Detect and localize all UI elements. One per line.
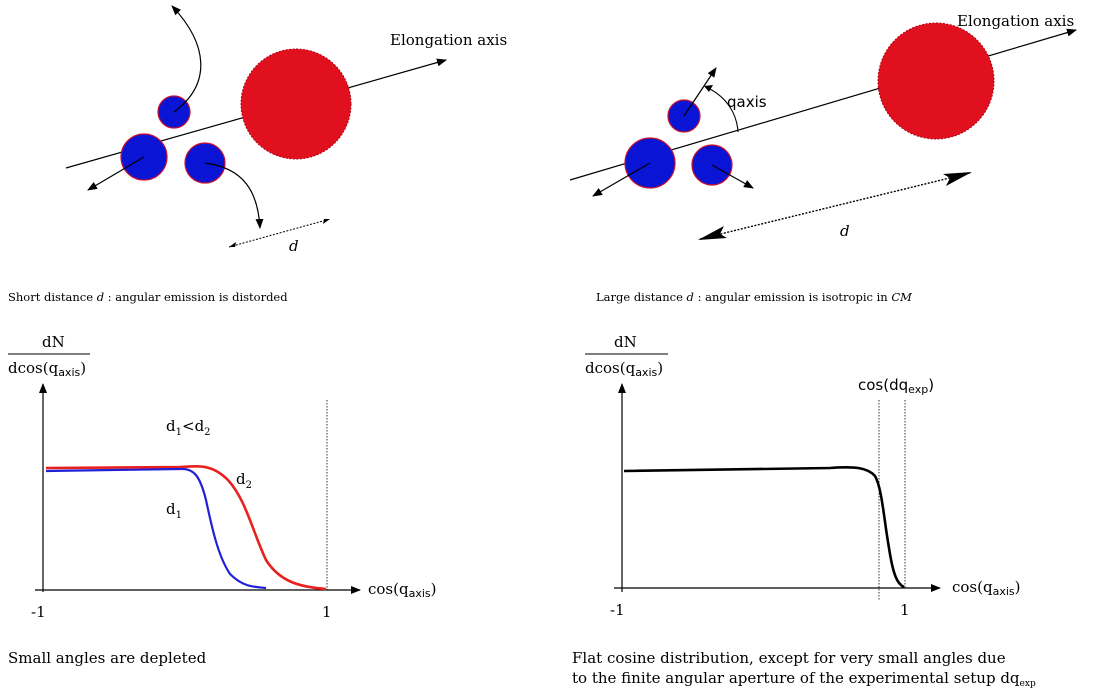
caption-plot-right-line1: Flat cosine distribution, except for ver… [572, 649, 1006, 667]
ylabel-numerator-right: dN [614, 333, 637, 351]
tick-minus-one: -1 [31, 603, 46, 621]
ylabel-numerator: dN [42, 333, 65, 351]
angle-arc [707, 87, 739, 133]
plot-isotropic: dN dcos(qaxis) cos(dqexp) cos(qaxis) -1 … [572, 333, 1036, 689]
emission-vector [683, 67, 717, 117]
distance-line [228, 218, 331, 248]
ylabel-denominator-right: dcos(qaxis) [585, 359, 663, 379]
label-d2: d2 [236, 470, 252, 491]
caption-short-distance: Short distance d : angular emission is d… [8, 290, 288, 304]
distance-d-label-right: d [840, 222, 850, 240]
inequality-label: d1<d2 [166, 417, 211, 438]
tick-one: 1 [322, 603, 332, 621]
label-d1: d1 [166, 500, 182, 521]
trajectory-right-right [711, 164, 754, 189]
trajectory-left-right [592, 162, 651, 197]
elongation-axis-label: Elongation axis [390, 31, 507, 49]
curve-d2 [45, 465, 327, 591]
tick-minus-one-right: -1 [610, 601, 625, 619]
trajectory-right [204, 162, 264, 229]
panel-large-distance: Elongation axis qaxis d Large distance d… [569, 12, 1077, 304]
distance-line-large [699, 172, 971, 240]
curve-d1 [45, 467, 267, 590]
cut-label: cos(dqexp) [858, 376, 934, 396]
trajectory-left [87, 156, 145, 191]
heavy-fragment-right [877, 22, 995, 140]
panel-short-distance: Elongation axis d Short distance d : ang… [8, 5, 507, 304]
xlabel-right: cos(qaxis) [952, 578, 1021, 598]
trajectory-top [171, 5, 202, 113]
ylabel-denominator: dcos(qaxis) [8, 359, 86, 379]
elongation-axis-label-right: Elongation axis [957, 12, 1074, 30]
tick-one-right: 1 [900, 601, 910, 619]
xlabel: cos(qaxis) [368, 580, 437, 600]
angle-label: qaxis [727, 93, 767, 111]
heavy-fragment [240, 48, 352, 160]
curve-isotropic [623, 465, 905, 589]
caption-large-distance: Large distance d : angular emission is i… [596, 290, 913, 304]
caption-plot-left: Small angles are depleted [8, 649, 207, 667]
plot-distorted: dN dcos(qaxis) cos(qaxis) -1 1 d1<d2 d2 … [8, 333, 437, 667]
distance-d-label: d [289, 237, 299, 255]
caption-plot-right-line2: to the finite angular aperture of the ex… [572, 669, 1036, 689]
